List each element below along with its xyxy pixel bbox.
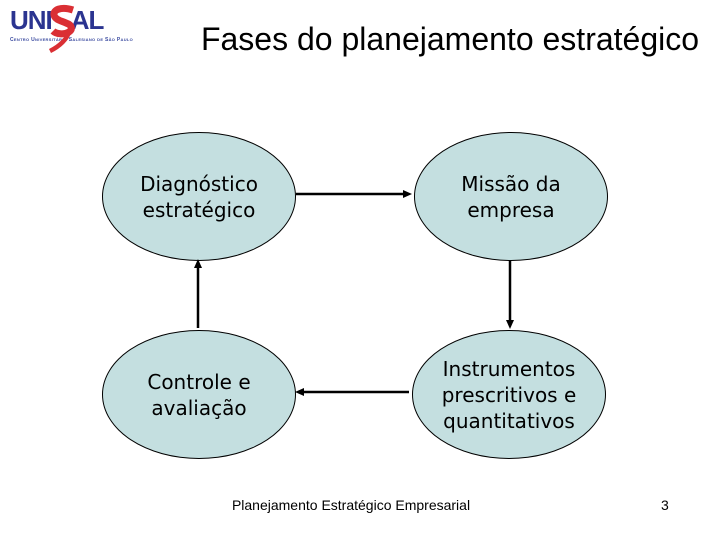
footer-text: Planejamento Estratégico Empresarial bbox=[231, 497, 471, 513]
logo-subtitle: Centro Universitário Salesiano de São Pa… bbox=[10, 37, 134, 43]
unisal-logo: UNI AL Centro Universitário Salesiano de… bbox=[10, 4, 140, 54]
red-bolt-s-icon bbox=[48, 4, 75, 54]
slide-title: Fases do planejamento estratégico bbox=[200, 21, 700, 57]
logo-text-al: AL bbox=[70, 5, 105, 35]
node-diagnostico-estrategico: Diagnóstico estratégico bbox=[102, 132, 296, 261]
node-label: Diagnóstico estratégico bbox=[140, 171, 258, 222]
node-label: Instrumentos prescritivos e quantitativo… bbox=[441, 356, 577, 433]
logo-text-uni: UNI bbox=[10, 5, 53, 35]
unisal-wordmark: UNI AL bbox=[10, 4, 140, 54]
node-label: Missão da empresa bbox=[461, 171, 561, 222]
node-label: Controle e avaliação bbox=[147, 369, 251, 420]
node-controle-e-avaliacao: Controle e avaliação bbox=[102, 330, 296, 459]
page-number: 3 bbox=[661, 497, 669, 513]
node-missao-da-empresa: Missão da empresa bbox=[414, 132, 608, 261]
node-instrumentos-prescritivos: Instrumentos prescritivos e quantitativo… bbox=[412, 330, 606, 459]
